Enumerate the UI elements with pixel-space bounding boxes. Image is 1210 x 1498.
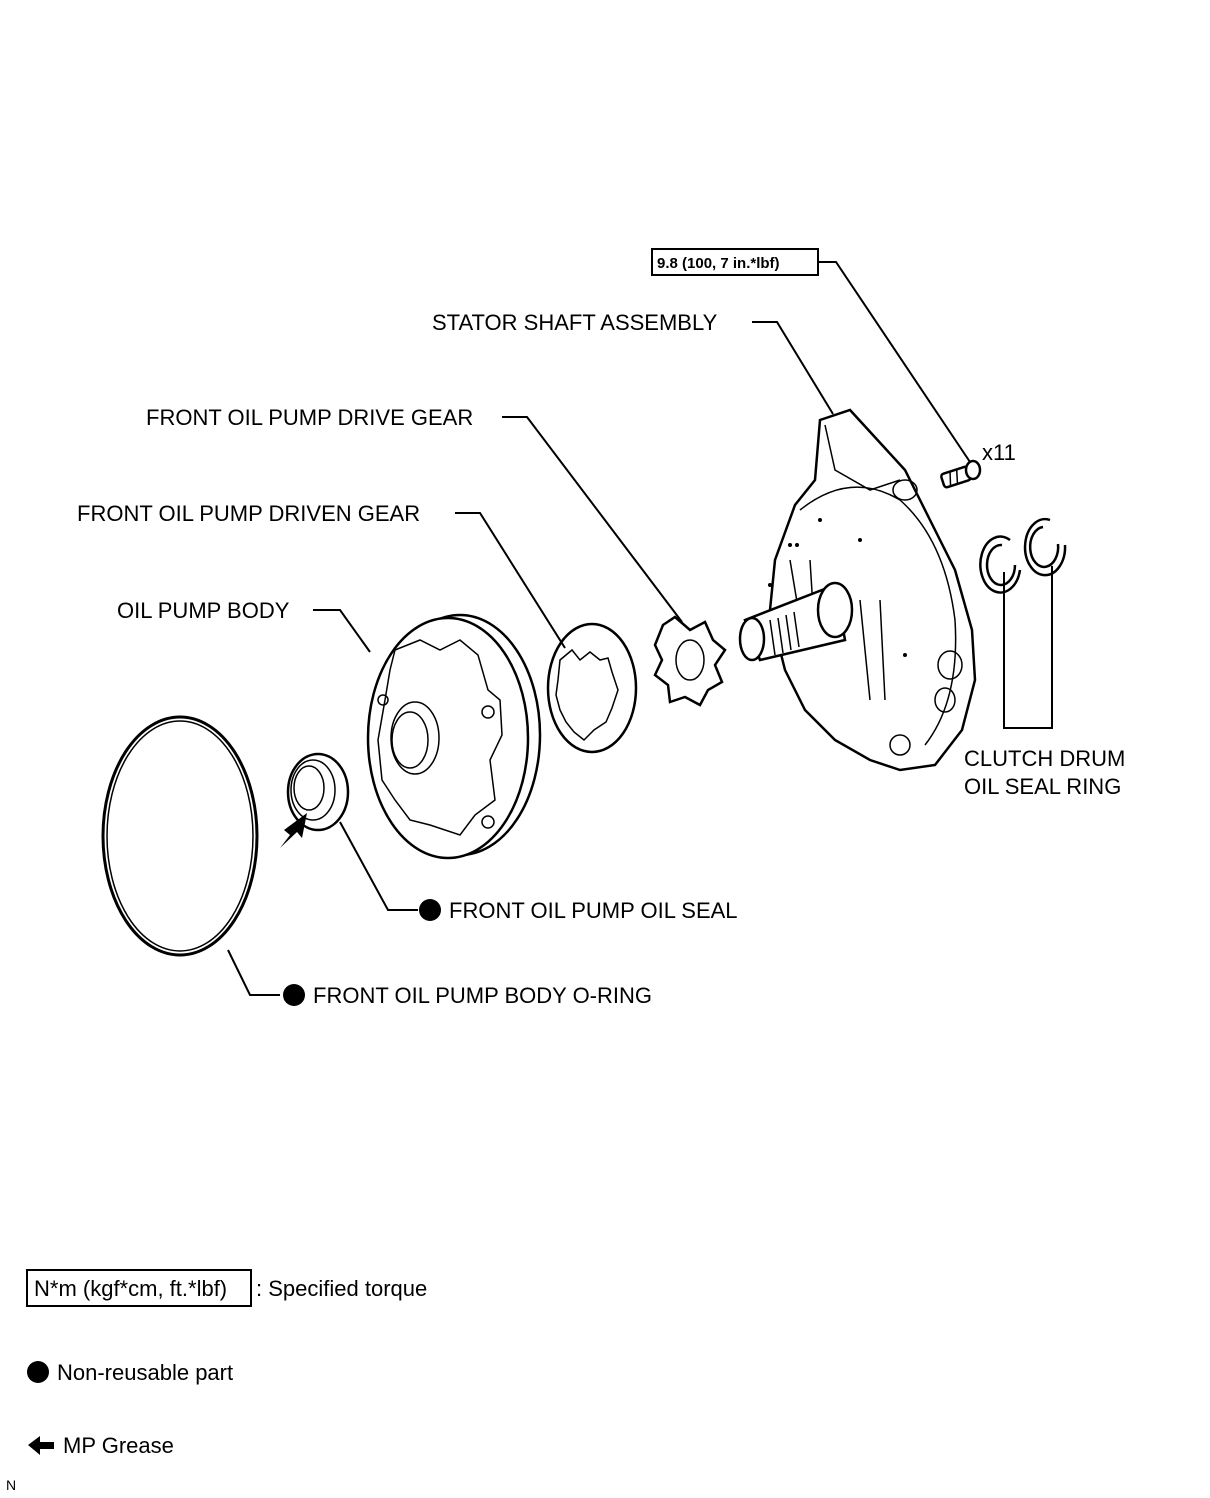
stator-shaft-label: STATOR SHAFT ASSEMBLY	[432, 310, 718, 335]
legend-nonreusable-dot-icon	[27, 1361, 49, 1383]
corner-mark: N	[6, 1477, 16, 1493]
legend-torque-box-text: N*m (kgf*cm, ft.*lbf)	[34, 1276, 227, 1301]
bolt-count-label: x11	[982, 440, 1016, 465]
legend-nonreusable-text: Non-reusable part	[57, 1360, 233, 1385]
nonreusable-dot-icon	[419, 899, 441, 921]
clutch-ring-label-line1: CLUTCH DRUM	[964, 746, 1125, 771]
pump-body-label: OIL PUMP BODY	[117, 598, 290, 623]
torque-spec-callout: 9.8 (100, 7 in.*lbf)	[651, 248, 971, 463]
clutch-drum-oil-seal-ring-part	[979, 517, 1067, 729]
legend-grease-text: MP Grease	[63, 1433, 174, 1458]
oil-seal-leader	[339, 821, 418, 911]
front-oil-pump-driven-gear-part	[546, 622, 638, 754]
drive-gear-leader	[502, 416, 683, 623]
pump-body-leader	[313, 609, 371, 653]
front-oil-pump-drive-gear-part	[653, 615, 727, 707]
torque-spec-text: 9.8 (100, 7 in.*lbf)	[657, 255, 780, 272]
driven-gear-label: FRONT OIL PUMP DRIVEN GEAR	[77, 501, 420, 526]
legend: N*m (kgf*cm, ft.*lbf) : Specified torque…	[26, 1269, 427, 1458]
oil-seal-label: FRONT OIL PUMP OIL SEAL	[449, 898, 738, 923]
mp-grease-arrow-icon	[280, 813, 307, 848]
driven-gear-leader	[455, 512, 566, 649]
clutch-ring-label-line2: OIL SEAL RING	[964, 774, 1121, 799]
front-oil-pump-body-oring-part	[101, 715, 259, 957]
legend-torque-text: : Specified torque	[256, 1276, 427, 1301]
front-oil-pump-oil-seal-part	[286, 752, 350, 832]
oil-pump-body-part	[366, 613, 542, 860]
drive-gear-label: FRONT OIL PUMP DRIVE GEAR	[146, 405, 473, 430]
body-oring-label: FRONT OIL PUMP BODY O-RING	[313, 983, 652, 1008]
stator-shaft-assembly-part	[738, 408, 977, 772]
nonreusable-dot-icon	[283, 984, 305, 1006]
stator-shaft-leader	[752, 321, 834, 415]
bolt-icon	[940, 459, 982, 489]
legend-grease-arrow-icon	[28, 1436, 54, 1455]
body-oring-leader	[227, 949, 280, 996]
